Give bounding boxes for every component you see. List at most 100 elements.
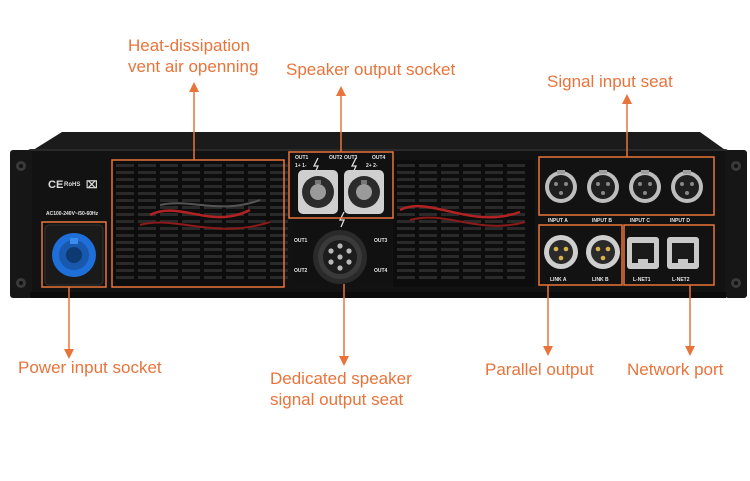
vent-grille-left bbox=[112, 160, 288, 287]
vent-slot bbox=[138, 227, 156, 230]
vent-slot bbox=[441, 248, 459, 251]
vent-slot bbox=[419, 213, 437, 216]
xlr-input-d[interactable] bbox=[671, 170, 703, 203]
vent-slot bbox=[270, 171, 288, 174]
vent-slot bbox=[441, 234, 459, 237]
vent-slot bbox=[485, 227, 503, 230]
vent-slot bbox=[182, 255, 200, 258]
speakon-output-1[interactable] bbox=[298, 170, 338, 214]
out2-label: OUT2 bbox=[329, 155, 343, 161]
ethernet-port-2[interactable] bbox=[667, 237, 699, 269]
vent-slot bbox=[270, 213, 288, 216]
vent-slot bbox=[138, 255, 156, 258]
vent-slot bbox=[226, 234, 244, 237]
lightning-icon bbox=[312, 157, 319, 174]
vent-slot bbox=[226, 192, 244, 195]
vent-slot bbox=[507, 248, 525, 251]
vent-slot bbox=[248, 192, 266, 195]
vent-slot bbox=[441, 171, 459, 174]
vent-slot bbox=[248, 220, 266, 223]
vent-slot bbox=[419, 164, 437, 167]
vent-slot bbox=[485, 192, 503, 195]
vent-slot bbox=[397, 178, 415, 181]
vent-slot bbox=[248, 164, 266, 167]
vent-slot bbox=[419, 199, 437, 202]
vent-slot bbox=[204, 192, 222, 195]
vent-slot bbox=[270, 206, 288, 209]
vent-slot bbox=[507, 192, 525, 195]
xlr-input-a[interactable] bbox=[545, 170, 577, 203]
multipin-output-connector[interactable] bbox=[313, 230, 367, 284]
vent-slot bbox=[160, 213, 178, 216]
out3-lower-label: OUT3 bbox=[374, 238, 388, 244]
vent-slot bbox=[397, 234, 415, 237]
vent-slot bbox=[248, 171, 266, 174]
vent-slot bbox=[138, 185, 156, 188]
vent-slot bbox=[463, 199, 481, 202]
vent-slot bbox=[248, 213, 266, 216]
xlr-input-c[interactable] bbox=[629, 170, 661, 203]
vent-slot bbox=[419, 262, 437, 265]
link-a-label: LINK A bbox=[550, 277, 567, 283]
vent-slot bbox=[182, 248, 200, 251]
vent-slot bbox=[138, 262, 156, 265]
vent-slot bbox=[160, 269, 178, 272]
speakon-output-2[interactable] bbox=[344, 170, 384, 214]
vent-slot bbox=[138, 192, 156, 195]
vent-slot bbox=[182, 185, 200, 188]
xlr-link-b[interactable] bbox=[586, 235, 620, 269]
vent-slot bbox=[507, 262, 525, 265]
out2-lower-label: OUT2 bbox=[294, 268, 308, 274]
vent-slot bbox=[485, 164, 503, 167]
vent-slot bbox=[160, 178, 178, 181]
vent-slot bbox=[270, 262, 288, 265]
vent-slot bbox=[270, 248, 288, 251]
vent-slot bbox=[138, 234, 156, 237]
vent-slot bbox=[204, 185, 222, 188]
vent-slot bbox=[441, 192, 459, 195]
vent-slot bbox=[270, 276, 288, 279]
vent-slot bbox=[204, 241, 222, 244]
vent-slot bbox=[441, 227, 459, 230]
vent-slot bbox=[441, 262, 459, 265]
rack-ear-left bbox=[10, 150, 32, 298]
ethernet-port-1[interactable] bbox=[627, 237, 659, 269]
vent-slot bbox=[463, 269, 481, 272]
vent-slot bbox=[419, 248, 437, 251]
vent-slot bbox=[270, 199, 288, 202]
lnet1-label: L-NET1 bbox=[633, 277, 651, 283]
xlr-input-b[interactable] bbox=[587, 170, 619, 203]
power-input-connector[interactable] bbox=[44, 224, 104, 286]
vent-slot bbox=[397, 269, 415, 272]
vent-slot bbox=[507, 185, 525, 188]
vent-slot bbox=[204, 199, 222, 202]
vent-slot bbox=[485, 241, 503, 244]
input-a-label: INPUT A bbox=[548, 218, 568, 224]
vent-slot bbox=[419, 269, 437, 272]
vent-slot bbox=[463, 192, 481, 195]
vent-slot bbox=[182, 269, 200, 272]
input-d-label: INPUT D bbox=[670, 218, 690, 224]
vent-slot bbox=[485, 248, 503, 251]
vent-slot bbox=[248, 227, 266, 230]
vent-slot bbox=[485, 234, 503, 237]
vent-slot bbox=[463, 241, 481, 244]
vent-slot bbox=[397, 262, 415, 265]
vent-slot bbox=[485, 220, 503, 223]
vent-slot bbox=[248, 262, 266, 265]
vent-slot bbox=[441, 199, 459, 202]
vent-slot bbox=[116, 220, 134, 223]
vent-slot bbox=[485, 262, 503, 265]
vent-slot bbox=[485, 171, 503, 174]
out4-label: OUT4 bbox=[372, 155, 386, 161]
vent-slot bbox=[270, 241, 288, 244]
out1-label: OUT1 bbox=[295, 155, 309, 161]
vent-slot bbox=[270, 227, 288, 230]
vent-slot bbox=[397, 220, 415, 223]
xlr-link-a[interactable] bbox=[544, 235, 578, 269]
vent-slot bbox=[226, 164, 244, 167]
vent-slot bbox=[270, 178, 288, 181]
vent-slot bbox=[270, 269, 288, 272]
